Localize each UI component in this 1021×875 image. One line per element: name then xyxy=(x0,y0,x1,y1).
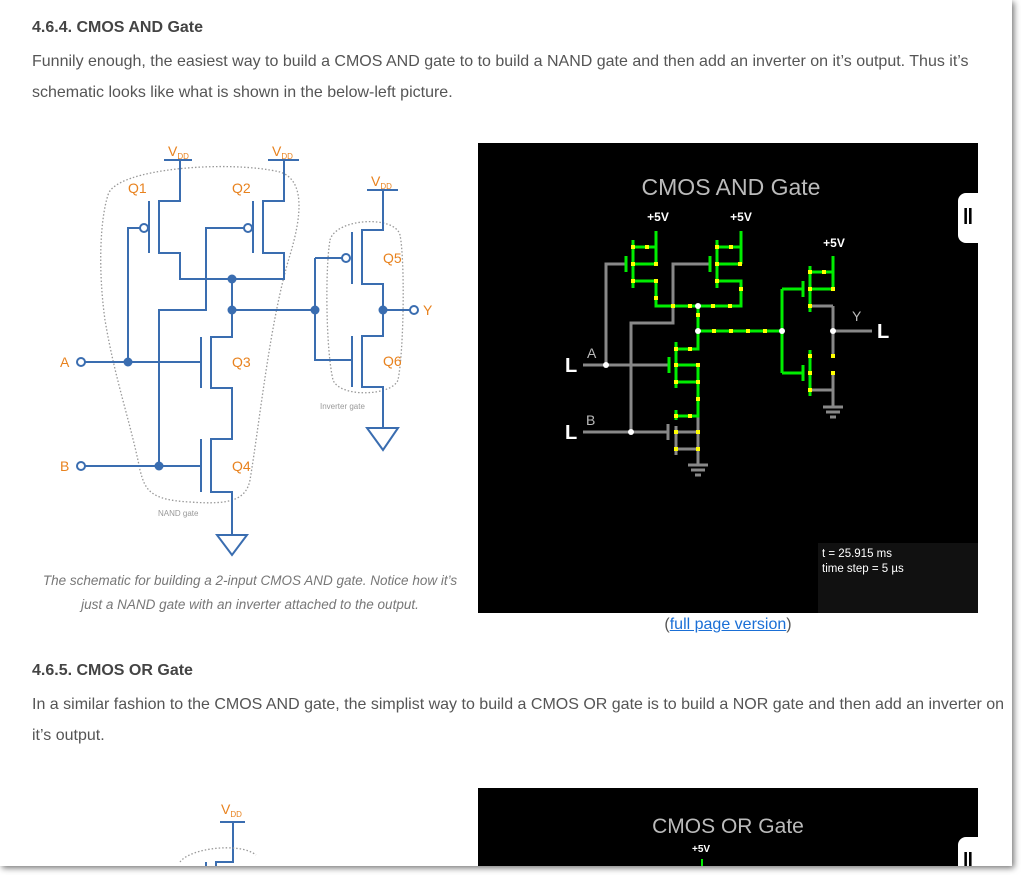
input-a-label: A xyxy=(60,354,70,370)
high-wires xyxy=(624,231,835,420)
output-y-state: L xyxy=(877,321,889,343)
connector-circles xyxy=(76,223,419,471)
simulator-title: CMOS OR Gate xyxy=(652,815,804,838)
low-wires xyxy=(583,262,872,477)
q4-label: Q4 xyxy=(232,458,251,474)
circuit-simulator[interactable]: CMOS AND Gate +5V +5V +5V xyxy=(478,143,978,613)
sidebar-handle[interactable]: ‖ xyxy=(958,193,978,243)
and-gate-schematic: VDD VDD VDD Q1 Q2 Q3 Q4 Q5 Q6 A B Y NAND… xyxy=(60,143,433,557)
simulator-title: CMOS AND Gate xyxy=(642,174,821,200)
time-step-readout: time step = 5 µs xyxy=(822,563,904,575)
supply-label: +5V xyxy=(823,236,845,250)
simulator-canvas[interactable]: CMOS AND Gate +5V +5V +5V xyxy=(478,143,978,613)
section-paragraph: Funnily enough, the easiest way to build… xyxy=(32,53,969,101)
full-page-version-link[interactable]: full page version xyxy=(669,616,787,633)
section-paragraph: In a similar fashion to the CMOS AND gat… xyxy=(32,696,1005,744)
supply-label: +5V xyxy=(692,844,711,855)
q3-label: Q3 xyxy=(232,354,251,370)
figure-caption: The schematic for building a 2-input CMO… xyxy=(42,573,458,612)
supply-wire xyxy=(701,859,703,866)
or-gate-simulator[interactable]: CMOS OR Gate +5V ‖ xyxy=(478,788,978,866)
vdd-label: VDD xyxy=(371,173,392,191)
supply-label: +5V xyxy=(730,210,752,224)
q5-label: Q5 xyxy=(383,250,402,266)
input-b-toggle[interactable]: L xyxy=(565,422,577,444)
nodes xyxy=(603,303,836,435)
inverter-gate-label: Inverter gate xyxy=(320,402,365,411)
supply-label: +5V xyxy=(647,210,669,224)
current-dots xyxy=(631,245,835,451)
input-b-label: B xyxy=(586,412,595,428)
output-y-label: Y xyxy=(852,308,862,324)
q6-label: Q6 xyxy=(383,353,402,369)
simulation-info: t = 25.915 ms time step = 5 µs xyxy=(818,543,978,613)
vdd-label: VDD xyxy=(168,143,189,161)
or-gate-schematic: VDD xyxy=(179,801,257,866)
vdd-label: VDD xyxy=(272,143,293,161)
q1-label: Q1 xyxy=(128,180,147,196)
input-a-label: A xyxy=(587,345,597,361)
input-b-label: B xyxy=(60,458,69,474)
vdd-label: VDD xyxy=(221,801,242,819)
input-a-toggle[interactable]: L xyxy=(565,355,577,377)
junction-dots xyxy=(123,274,388,471)
time-readout: t = 25.915 ms xyxy=(822,548,892,560)
section-heading: 4.6.4. CMOS AND Gate xyxy=(32,19,204,36)
output-y-label: Y xyxy=(423,302,433,318)
q2-label: Q2 xyxy=(232,180,251,196)
nand-outline xyxy=(100,165,404,504)
nand-gate-label: NAND gate xyxy=(158,509,199,518)
full-page-link-wrapper: (full page version) xyxy=(664,616,792,633)
sidebar-handle[interactable]: ‖ xyxy=(958,837,978,866)
section-heading: 4.6.5. CMOS OR Gate xyxy=(32,662,193,679)
